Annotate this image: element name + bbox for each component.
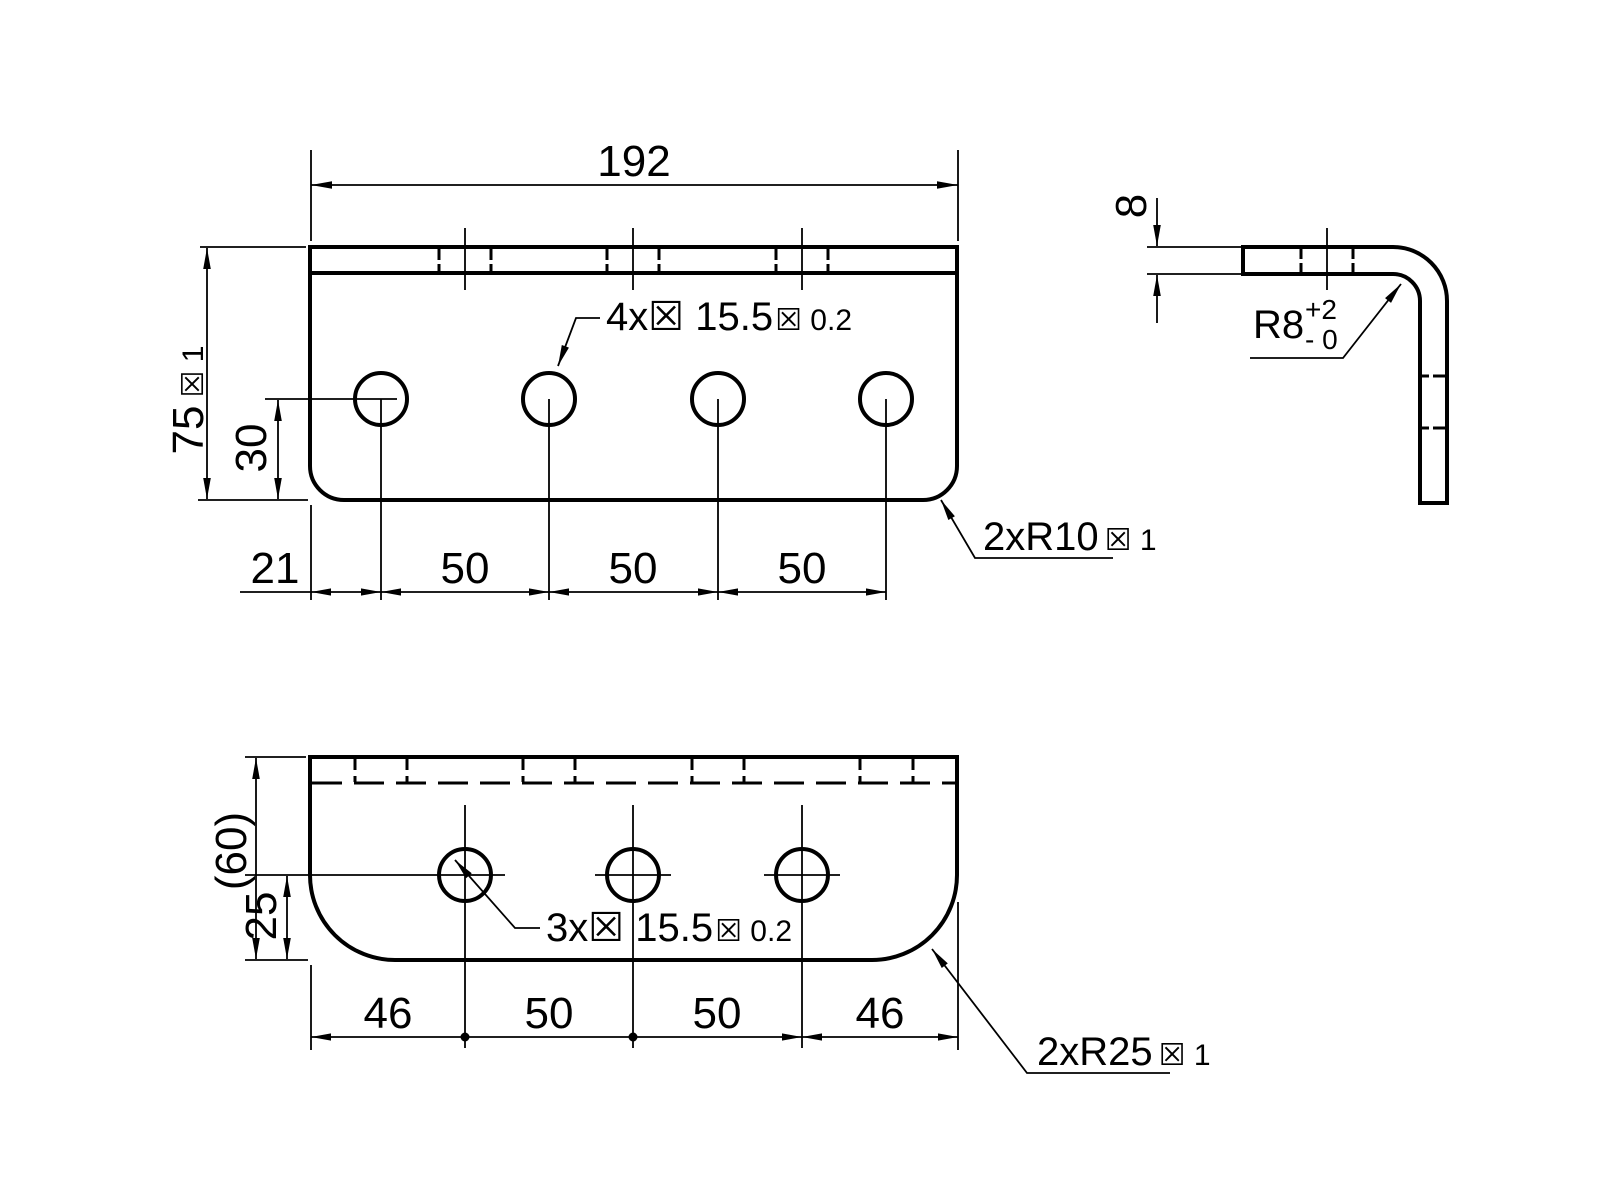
callout-corner-top-view: 2xR10☒ 1 [940,499,1157,559]
dim-row-top-view: 21 50 50 50 [240,505,886,600]
top-view: 192 75☒ 1 30 21 50 [164,137,1157,600]
dim-60-text: (60) [207,812,256,890]
dim-25-text: 25 [237,892,286,941]
callout-bend-radius-text: R8 [1253,303,1304,347]
dim-50-text: 50 [778,544,827,593]
dim-192: 192 [310,137,959,241]
side-view-hidden-edges-horizontal [1299,248,1355,273]
dim-50-text: 50 [609,544,658,593]
top-view-holes [353,371,914,427]
top-view-flange-centerlines [464,228,803,290]
dim-21-text: 21 [251,544,300,593]
dim-30: 30 [227,400,282,499]
side-view: 8 R8 +2 - 0 [1107,194,1449,505]
callout-holes-bottom-view: 3x☒ 15.5☒ 0.2 [454,859,792,950]
callout-bend-tol-minus: - 0 [1305,324,1338,355]
dim-46-text: 46 [856,989,905,1038]
dim-46-text: 46 [364,989,413,1038]
callout-holes-bottom-view-text: 3x☒ 15.5☒ 0.2 [546,906,792,950]
callout-bend-radius: R8 +2 - 0 [1250,283,1402,359]
dim-30-text: 30 [227,424,276,473]
bottom-view-hidden-hole-edges [353,758,915,782]
dim-60: (60) [207,756,308,961]
side-view-hidden-edges-vertical [1418,374,1446,430]
dim-75-text: 75☒ 1 [164,346,213,455]
callout-corner-top-view-text: 2xR10☒ 1 [983,515,1157,559]
dim-50-text: 50 [441,544,490,593]
dim-50-text: 50 [693,989,742,1038]
side-view-outline [1241,245,1449,505]
top-view-hole-centerlines [265,398,887,600]
dim-8-text: 8 [1107,194,1156,218]
callout-bend-tol-plus: +2 [1305,294,1337,325]
bottom-view-outline [308,755,959,962]
callout-corner-bottom-view: 2xR25☒ 1 [931,948,1211,1074]
dim-row-bottom-view: 46 50 50 46 [310,902,959,1050]
dim-75: 75☒ 1 [164,246,308,501]
bottom-view-hole-centerlines [245,805,840,1048]
top-view-outline [308,245,959,502]
dim-50-text: 50 [525,989,574,1038]
top-view-hidden-hole-edges [437,248,830,272]
bottom-view: (60) 25 46 50 50 46 3x☒ 15.5☒ 0.2 [207,755,1211,1074]
callout-corner-bottom-view-text: 2xR25☒ 1 [1037,1030,1211,1074]
dim-25: 25 [237,876,291,959]
dim-192-text: 192 [597,137,670,186]
callout-holes-top-view-text: 4x☒ 15.5☒ 0.2 [606,295,852,339]
dim-8: 8 [1107,194,1241,323]
callout-holes-top-view: 4x☒ 15.5☒ 0.2 [557,295,852,367]
